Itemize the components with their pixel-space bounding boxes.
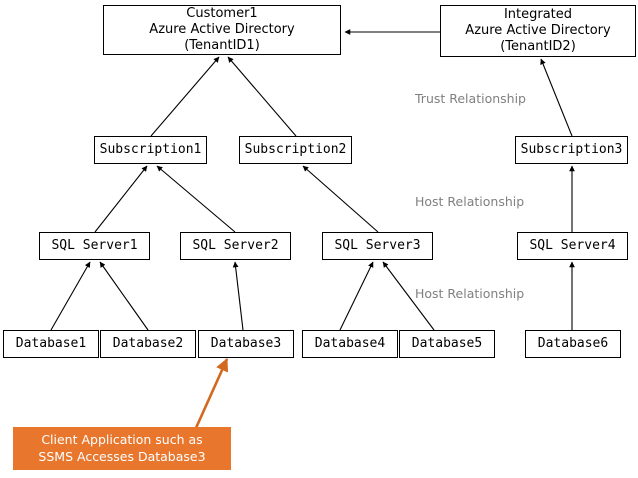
callout-line: Client Application such as — [41, 431, 203, 447]
database2-box-line: Database2 — [112, 336, 184, 352]
database1-box: Database1 — [3, 330, 99, 358]
sql-server3-box: SQL Server3 — [322, 232, 433, 260]
database2-box: Database2 — [100, 330, 196, 358]
connector-group — [50, 29, 575, 331]
connector-sqlserver1-to-subscription1 — [94, 165, 148, 233]
sql-server2-box: SQL Server2 — [180, 232, 291, 260]
connector-database4-to-sqlserver3 — [339, 261, 374, 331]
connector-subscription2-to-customer1 — [227, 56, 297, 137]
sql-server1-box: SQL Server1 — [39, 232, 150, 260]
connector-sqlserver3-to-subscription2 — [302, 165, 379, 233]
callout-arrow-group — [194, 358, 229, 429]
connector-database5-to-sqlserver3 — [382, 261, 435, 331]
subscription2-box-line: Subscription2 — [244, 142, 347, 158]
trust-relationship-label: Trust Relationship — [415, 91, 526, 106]
database4-box-line: Database4 — [314, 336, 386, 352]
integrated-aad-box-line: Integrated — [503, 7, 573, 23]
host-relationship-label-upper: Host Relationship — [415, 194, 525, 209]
subscription1-box: Subscription1 — [94, 136, 207, 164]
customer1-aad-box-line: (TenantID1) — [184, 37, 260, 53]
connector-database2-to-sqlserver1 — [99, 261, 149, 331]
callout-arrow-to-database3 — [194, 358, 229, 429]
connector-subscription1-to-customer1 — [150, 56, 220, 137]
database6-box-line: Database6 — [537, 336, 609, 352]
customer1-aad-box-line: Azure Active Directory — [149, 22, 295, 38]
subscription3-box-line: Subscription3 — [520, 142, 623, 158]
subscription1-box-line: Subscription1 — [99, 142, 202, 158]
subscription3-box: Subscription3 — [515, 136, 628, 164]
sql-server4-box: SQL Server4 — [517, 232, 628, 260]
integrated-aad-box-line: (TenantID2) — [500, 38, 576, 54]
sql-server3-box-line: SQL Server3 — [334, 238, 421, 254]
database5-box: Database5 — [399, 330, 495, 358]
connector-subscription3-to-integrated-aad — [540, 58, 573, 137]
customer1-aad-box-line: Customer1 — [186, 6, 258, 22]
integrated-aad-box-line: Azure Active Directory — [465, 23, 611, 39]
host-relationship-label-lower: Host Relationship — [415, 286, 525, 301]
database6-box: Database6 — [525, 330, 621, 358]
subscription2-box: Subscription2 — [239, 136, 352, 164]
database1-box-line: Database1 — [15, 336, 87, 352]
database5-box-line: Database5 — [411, 336, 483, 352]
connector-sqlserver2-to-subscription1 — [156, 165, 236, 233]
database4-box: Database4 — [302, 330, 398, 358]
sql-server2-box-line: SQL Server2 — [192, 238, 279, 254]
connector-database3-to-sqlserver2 — [232, 261, 244, 331]
callout-line: SSMS Accesses Database3 — [38, 448, 206, 464]
connector-database1-to-sqlserver1 — [50, 261, 91, 331]
database3-box: Database3 — [198, 330, 294, 358]
sql-server1-box-line: SQL Server1 — [51, 238, 138, 254]
sql-server4-box-line: SQL Server4 — [529, 238, 616, 254]
database3-box-line: Database3 — [210, 336, 282, 352]
